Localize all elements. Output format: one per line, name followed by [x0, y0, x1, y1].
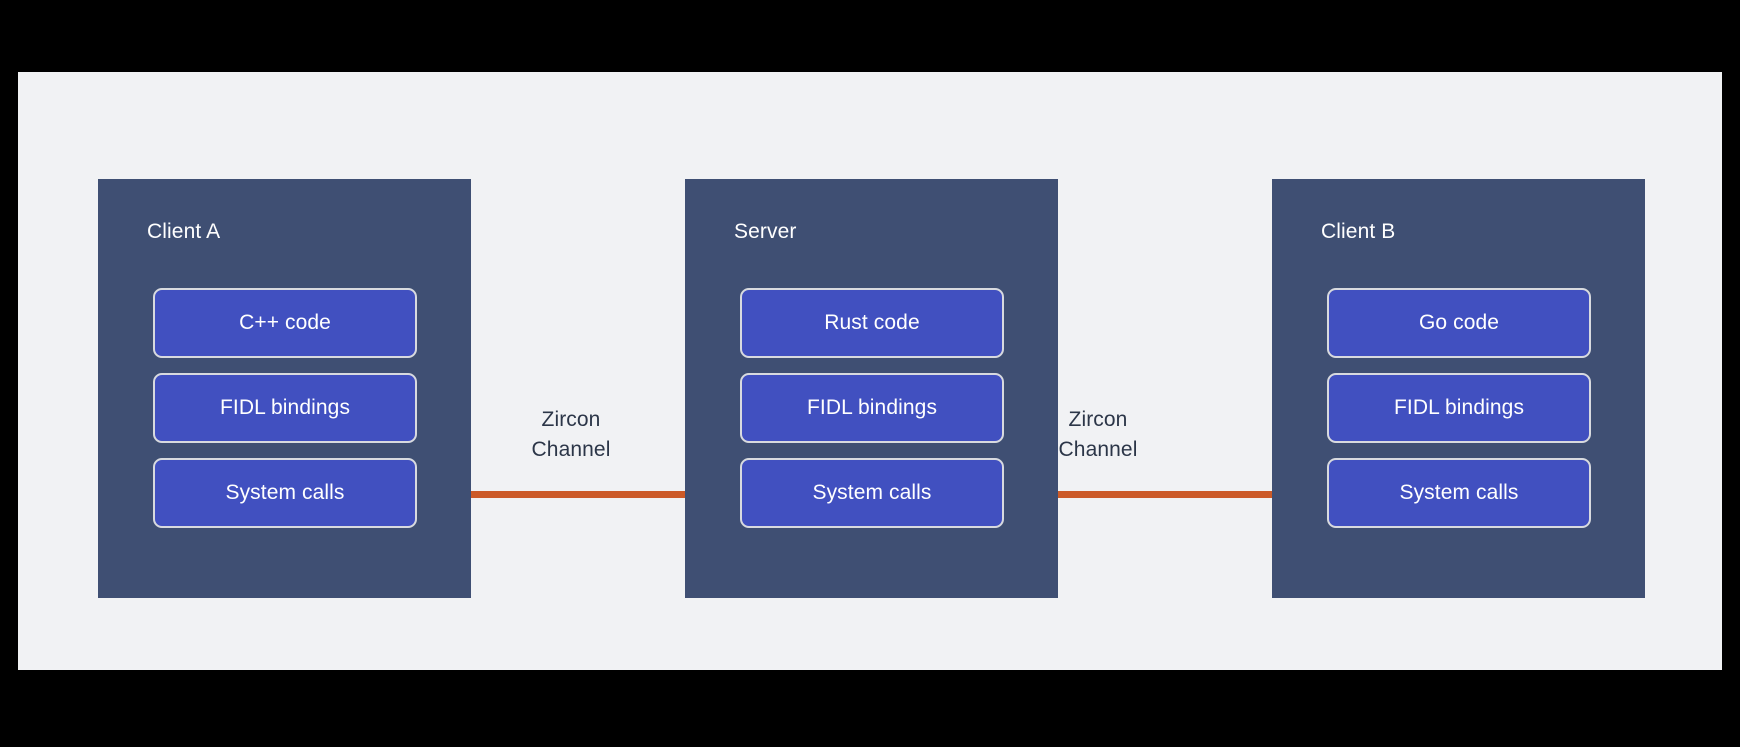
zircon-channel-label-line-2: Channel	[1058, 438, 1138, 461]
layer-box-client-b-fidl-bindings: FIDL bindings	[1327, 373, 1591, 443]
zircon-channel-label-client-a-to-server: Zircon Channel	[476, 405, 666, 465]
zircon-channel-label-line-1: Zircon	[1068, 408, 1128, 431]
layer-stack-server: Rust code FIDL bindings System calls	[740, 288, 1004, 528]
zircon-channel-label-line-1: Zircon	[541, 408, 601, 431]
layer-box-server-system-calls: System calls	[740, 458, 1004, 528]
layer-box-client-a-system-calls: System calls	[153, 458, 417, 528]
layer-box-server-language-code: Rust code	[740, 288, 1004, 358]
zircon-channel-label-line-2: Channel	[531, 438, 611, 461]
zircon-channel-line-server-to-client-b	[883, 491, 1420, 498]
zircon-channel-label-server-to-client-b: Zircon Channel	[1003, 405, 1193, 465]
panel-server: Server Rust code FIDL bindings System ca…	[685, 179, 1058, 598]
panel-title-server: Server	[734, 220, 797, 243]
layer-stack-client-b: Go code FIDL bindings System calls	[1327, 288, 1591, 528]
layer-box-client-b-system-calls: System calls	[1327, 458, 1591, 528]
diagram-canvas: Client A C++ code FIDL bindings System c…	[18, 72, 1722, 670]
layer-box-server-fidl-bindings: FIDL bindings	[740, 373, 1004, 443]
layer-stack-client-a: C++ code FIDL bindings System calls	[153, 288, 417, 528]
layer-box-client-b-language-code: Go code	[1327, 288, 1591, 358]
layer-box-client-a-fidl-bindings: FIDL bindings	[153, 373, 417, 443]
panel-title-client-b: Client B	[1321, 220, 1396, 243]
zircon-channel-line-client-a-to-server	[355, 491, 892, 498]
panel-title-client-a: Client A	[147, 220, 221, 243]
panel-client-b: Client B Go code FIDL bindings System ca…	[1272, 179, 1645, 598]
layer-box-client-a-language-code: C++ code	[153, 288, 417, 358]
panel-client-a: Client A C++ code FIDL bindings System c…	[98, 179, 471, 598]
